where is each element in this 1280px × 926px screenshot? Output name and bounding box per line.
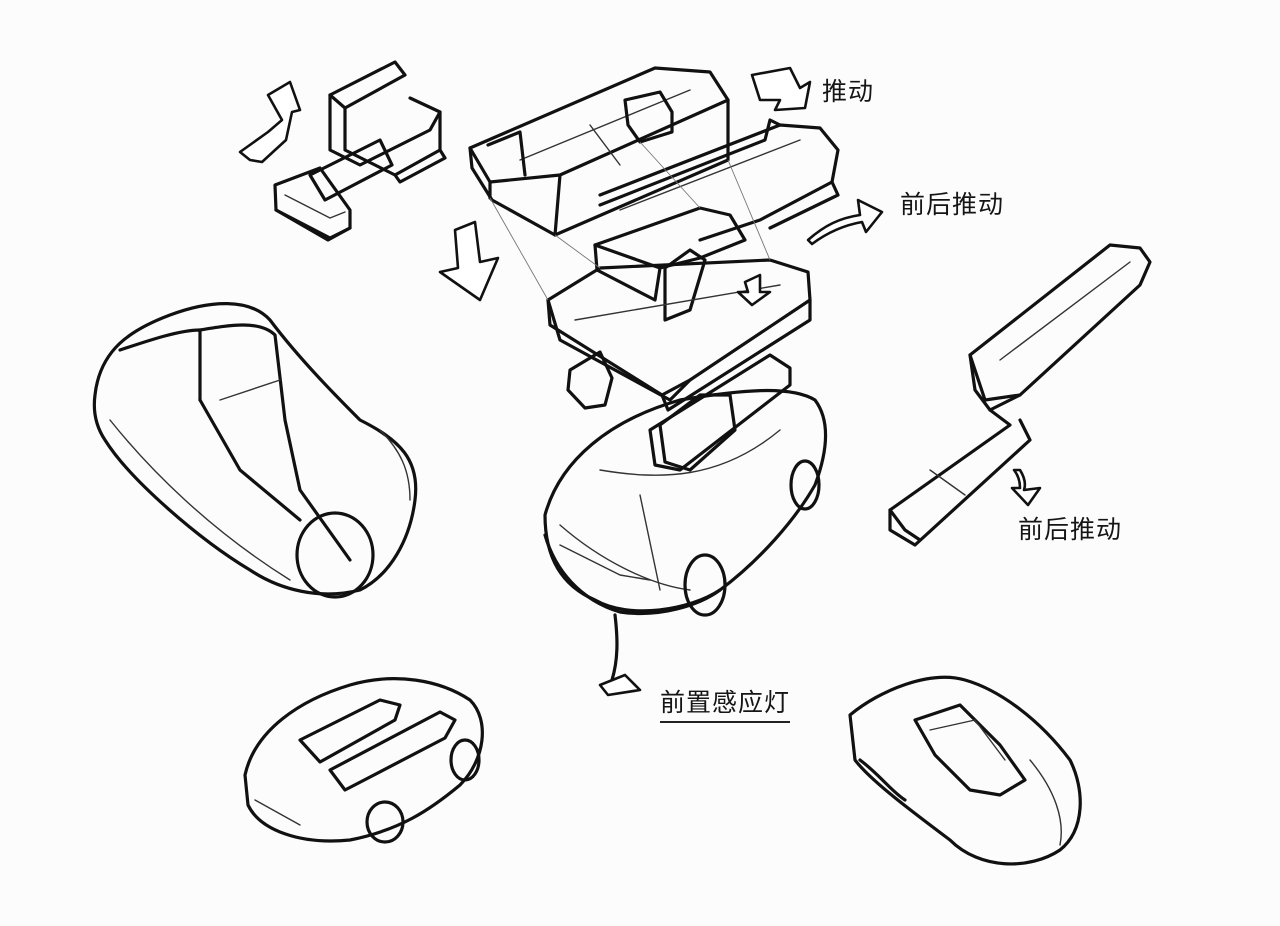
front-back-arrow bbox=[806, 198, 884, 246]
small-car-left bbox=[243, 677, 484, 844]
push-arrow bbox=[750, 66, 812, 112]
main-vehicle bbox=[543, 388, 828, 617]
rail-module bbox=[888, 243, 1152, 547]
small-car-right bbox=[848, 675, 1082, 866]
guide-lines bbox=[489, 141, 771, 301]
cushion-module bbox=[92, 302, 418, 599]
label-front-back-push-right: 前后推动 bbox=[1018, 515, 1123, 544]
sensor-arrow bbox=[598, 613, 642, 697]
label-front-back-push-top: 前后推动 bbox=[900, 190, 1005, 219]
label-front-sensor-light: 前置感应灯 bbox=[660, 683, 791, 723]
down-arrow bbox=[438, 220, 500, 302]
stand-part bbox=[273, 60, 447, 242]
top-seat-layer bbox=[468, 66, 730, 237]
middle-frame-layer bbox=[598, 118, 840, 242]
right-down-arrow bbox=[1010, 468, 1042, 507]
lower-seat-layer bbox=[546, 206, 812, 472]
rotate-arrow bbox=[238, 80, 302, 164]
label-push: 推动 bbox=[822, 77, 875, 106]
